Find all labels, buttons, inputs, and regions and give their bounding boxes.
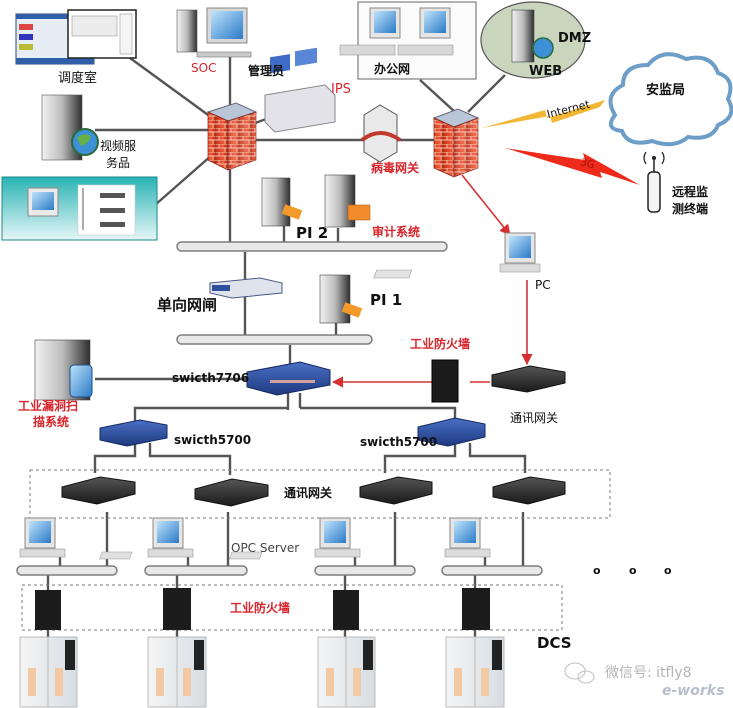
pc-workstation [373,232,541,279]
label-virus-gateway: 病毒网关 [371,160,419,175]
bus-pi1 [176,334,373,345]
firewall-left [206,102,258,171]
soc-computer [176,7,252,58]
label-dcs: DCS [537,634,572,652]
label-office-net: 办公网 [374,61,410,76]
switch5700-right-device [417,417,486,447]
label-web: WEB [529,64,562,79]
bus-pi2 [176,241,448,252]
safety-bureau-cloud [608,52,733,147]
label-soc: SOC [191,61,216,75]
label-pi1: PI 1 [370,291,402,309]
internet-bolt [482,100,605,128]
ips-device [264,47,336,133]
label-admin: 管理员 [248,63,284,78]
firewall-right [432,108,480,178]
dmz-zone [480,1,586,79]
camera-monitoring-system [1,176,158,241]
label-switch7706: swicth7706 [172,371,249,385]
virus-gateway [360,104,402,163]
label-safety-bureau: 安监局 [646,82,685,98]
pi2-server [261,177,303,227]
bus-opc-3 [314,565,416,576]
label-industrial-firewall-mid: 工业防火墙 [410,336,470,351]
video-server [41,94,99,161]
label-ips: IPS [331,82,351,97]
label-opc-server: OPC Server [231,541,299,555]
label-remote-terminal-1: 远程监 [672,184,708,199]
watermark: 微信号: itfly8 e-works [564,662,724,699]
opc-computers [19,517,491,560]
ellipsis-dot-2: o [629,564,637,577]
wechat-icon [564,662,595,684]
label-remote-terminal-2: 测终端 [672,201,708,216]
comm-gateway-right-device [491,365,566,393]
label-switch5700-right: swicth5700 [360,435,437,449]
label-audit-system: 审计系统 [372,224,420,239]
label-industrial-firewall-zone: 工业防火墙 [230,600,290,615]
label-pi2: PI 2 [296,224,328,242]
watermark-wechat: 微信号: itfly8 [605,665,692,681]
dispatch-room-screen [15,9,137,65]
vuln-scan-server [34,339,93,401]
industrial-firewall-zone [21,584,563,631]
label-dispatch-room: 调度室 [58,70,97,86]
audit-system-server [324,174,371,228]
label-dmz: DMZ [558,31,591,46]
label-one-way-gateway: 单向网闸 [157,296,217,314]
one-way-gateway-device [209,277,283,299]
label-pc: PC [535,278,551,292]
label-video-server-1: 视频服 [100,138,136,153]
watermark-brand: e-works [662,683,724,699]
switch5700-left-device [99,419,168,447]
pi1-server [319,274,363,324]
switch7706-device [246,361,331,396]
label-switch5700-left: swicth5700 [174,433,251,447]
label-video-server-2: 务品 [106,155,130,170]
dcs-cabinets [19,636,505,708]
bus-opc-2 [144,565,248,576]
label-comm-gateway-right: 通讯网关 [510,411,558,425]
3g-bolt [505,148,640,185]
ellipsis-dot-1: o [593,564,601,577]
industrial-firewalls [35,588,490,630]
label-vuln-scan-1: 工业漏洞扫 [18,398,78,413]
office-network [339,1,477,80]
comm-gateways [61,476,566,507]
label-comm-gateway-zone: 通讯网关 [284,485,332,500]
network-buses [16,241,543,576]
remote-terminal-antenna [643,151,665,213]
label-3g: 3G [579,157,595,171]
bus-opc-1 [16,565,118,576]
bus-opc-4 [441,565,543,576]
industrial-firewall-mid [431,359,459,403]
label-vuln-scan-2: 描系统 [33,414,69,429]
ellipsis-dot-3: o [664,564,672,577]
